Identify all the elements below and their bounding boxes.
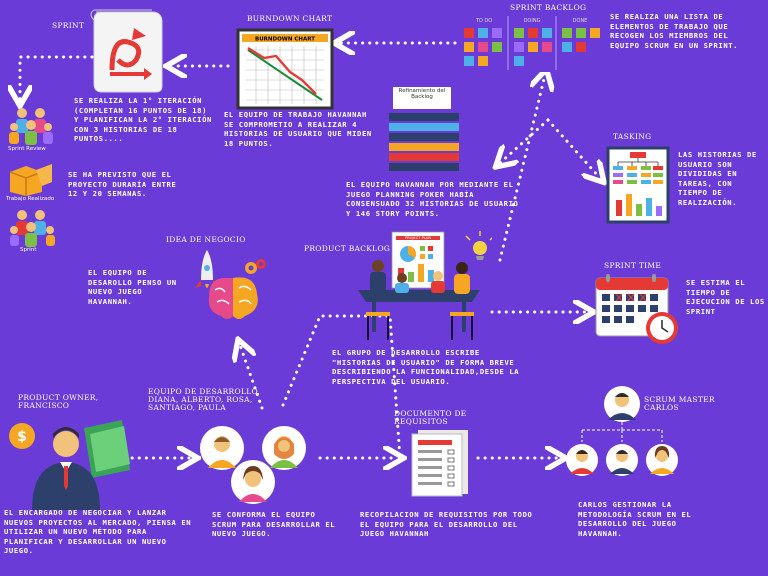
arrow-sprint-review [20,55,94,100]
boxes-icon [9,164,52,196]
sprint-title: SPRINT [52,21,85,30]
arrow-planning-tasking [546,118,600,178]
brain-rocket-icon [195,250,266,319]
burndown-title: BURNDOWN CHART [247,14,333,23]
documento-title: DOCUMENTO DE REQUISITOS [394,409,467,426]
sprint-scroll-icon [90,9,163,93]
duration-description: SE HA PREVISTO QUE EL PROYECTO DURARÍA E… [68,170,177,198]
idea-description: EL EQUIPO DE DESAROLLO PENSO UN NUEVO JU… [88,268,177,306]
kanban-board-icon: TO DO DOING DONE [460,14,606,72]
burndown-description: EL EQUIPO DE TRABAJO HAVANNAH SE COMPROM… [224,110,372,148]
scrum-master-org-icon [566,386,678,476]
board-col-done: DONE [573,18,588,24]
board-col-todo: TO DO [475,18,492,24]
arrow-team-idea [240,345,264,410]
tasking-title: TASKING [613,132,652,141]
sprint-people-label: Sprint [20,247,37,253]
product-backlog-title: PRODUCT BACKLOG [304,244,391,253]
product-backlog-description: EL GRUPO DE DESARROLLO ESCRIBE "HISTORIA… [332,348,520,386]
board-col-doing: DOING [524,18,541,24]
sprint-time-description: SE ESTIMA EL TIEMPO DE EJECUCION DE LOS … [686,278,765,316]
tasking-board-icon [606,146,670,224]
planning-poker-description: EL EQUIPO HAVANNAH POR MEDIANTE EL JUEGO… [346,180,519,218]
team-description: SE CONFORMA EL EQUIPO SCRUM PARA DESARRO… [212,510,336,538]
burndown-board-icon: BURNDOWN CHART [236,28,334,110]
trabajo-realizado-label: Trabajo Realizado [6,196,55,202]
sprint-description: SE REALIZA LA 1° ITERACIÓN (COMPLETAN 16… [74,96,212,143]
scrum-master-title: SCRUM MASTER CARLOS [644,395,715,412]
product-owner-title: PRODUCT OWNER, FRANCISCO [18,393,99,410]
sprint-time-title: SPRINT TIME [604,261,662,270]
arrow-pb-sbacklog [498,75,545,262]
refinement-stack-icon [389,87,459,171]
sprint-backlog-description: SE REALIZA UNA LISTA DE ELEMENTOS DE TRA… [610,12,739,50]
sprint-review-label: Sprint Review [8,146,46,152]
sprint-people-icon [10,210,55,247]
sprint-review-people-icon [9,108,53,145]
idea-title: IDEA DE NEGOCIO [166,235,246,244]
team-avatars-icon [200,426,306,504]
documento-description: RECOPILACION DE REQUISITOS POR TODO EL E… [360,510,533,538]
burndown-inner-label: BURNDOWN CHART [255,37,315,43]
scrum-master-description: CARLOS GESTIONAR LA METODOLOGÍA SCRUM EN… [578,500,692,538]
sprint-backlog-title: SPRINT BACKLOG [510,3,587,12]
product-owner-description: EL ENCARGADO DE NEGOCIAR Y LANZAR NUEVOS… [4,508,192,555]
project-plan-label: PROJECT PLAN [405,236,431,240]
calendar-clock-icon [595,274,678,344]
refinement-label: Refinamiento del Backlog [398,88,446,100]
requirements-doc-icon [411,430,468,497]
tasking-description: LAS HISTORIAS DE USUARIO SON DIVIDIDAS E… [678,150,757,207]
team-title: EQUIPO DE DESARROLLO, DIANA, ALBERTO, RO… [148,387,261,412]
svg-text:$: $ [17,429,27,445]
product-owner-icon: $ [9,420,130,510]
arrow-team-doc [281,314,400,458]
meeting-scene-icon: PROJECT PLAN [358,231,492,340]
